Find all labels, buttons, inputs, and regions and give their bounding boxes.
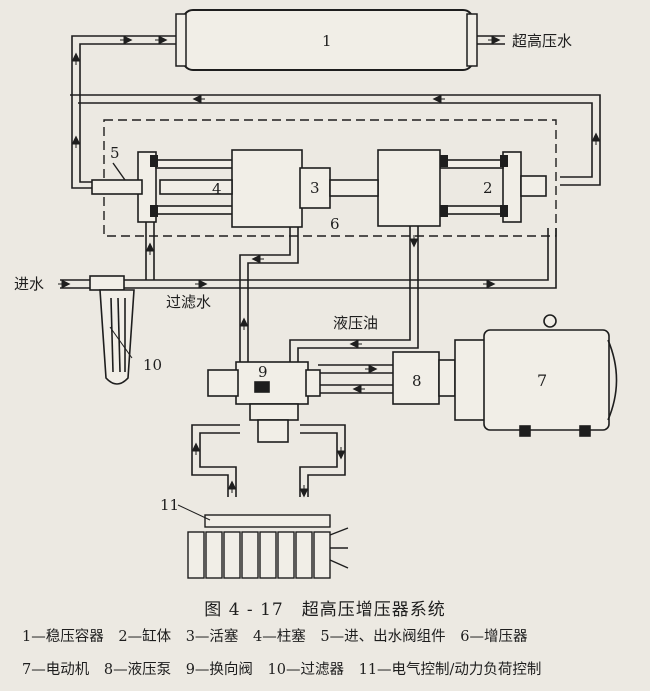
figure-caption: 图 4 - 17 超高压增压器系统 <box>204 600 446 620</box>
electric-control-11 <box>187 514 349 579</box>
water-valve-5 <box>91 162 143 195</box>
legend-item: 3—活塞 <box>185 629 239 645</box>
label-2: 2 <box>483 179 493 197</box>
legend-item: 4—柱塞 <box>253 629 306 645</box>
legend-item: 1—稳压容器 <box>22 629 104 645</box>
legend-item: 2—缸体 <box>118 629 172 645</box>
label-7: 7 <box>537 371 547 390</box>
label-hydraulic-oil: 液压油 <box>333 314 378 332</box>
legend-row-2: 7—电动机 8—液压泵 9—换向阀 10—过滤器 11—电气控制/动力负荷控制 <box>22 658 551 679</box>
electric-motor-7 <box>454 314 618 437</box>
label-9: 9 <box>258 363 268 381</box>
legend-item: 10—过滤器 <box>267 662 344 678</box>
flow-arrows <box>58 35 601 498</box>
label-11: 11 <box>160 496 179 514</box>
directional-valve-9 <box>207 361 321 443</box>
legend-item: 6—增压器 <box>460 629 528 645</box>
accumulator-1 <box>175 9 478 71</box>
legend-item: 7—电动机 <box>22 662 90 678</box>
label-5: 5 <box>110 144 120 162</box>
callout-lines <box>109 326 211 521</box>
diagram-labels: 1 2 3 4 5 6 7 8 9 10 11 超高压水 进水 过滤水 液压油 <box>14 32 572 514</box>
label-filtered-water: 过滤水 <box>166 293 211 311</box>
bolts <box>150 155 508 217</box>
label-1: 1 <box>322 32 332 50</box>
intensifier-body <box>137 149 547 228</box>
label-3: 3 <box>310 179 320 197</box>
legend-row-1: 1—稳压容器 2—缸体 3—活塞 4—柱塞 5—进、出水阀组件 6—增压器 <box>22 625 537 646</box>
legend-item: 9—换向阀 <box>185 662 253 678</box>
label-ultra-high-pressure-water: 超高压水 <box>512 32 572 50</box>
intensifier-system-diagram: 1 2 3 4 5 6 7 8 9 10 11 超高压水 进水 过滤水 液压油 <box>14 9 618 579</box>
label-6: 6 <box>330 215 340 233</box>
legend-item: 11—电气控制/动力负荷控制 <box>358 662 542 678</box>
label-4: 4 <box>212 180 222 198</box>
label-8: 8 <box>412 372 422 390</box>
hydraulic-pump-8 <box>392 351 456 405</box>
intensifier-6-boundary <box>103 119 557 237</box>
label-water-inlet: 进水 <box>14 275 44 293</box>
legend-item: 5—进、出水阀组件 <box>320 629 446 645</box>
label-10: 10 <box>143 356 162 374</box>
legend-item: 8—液压泵 <box>103 662 172 678</box>
